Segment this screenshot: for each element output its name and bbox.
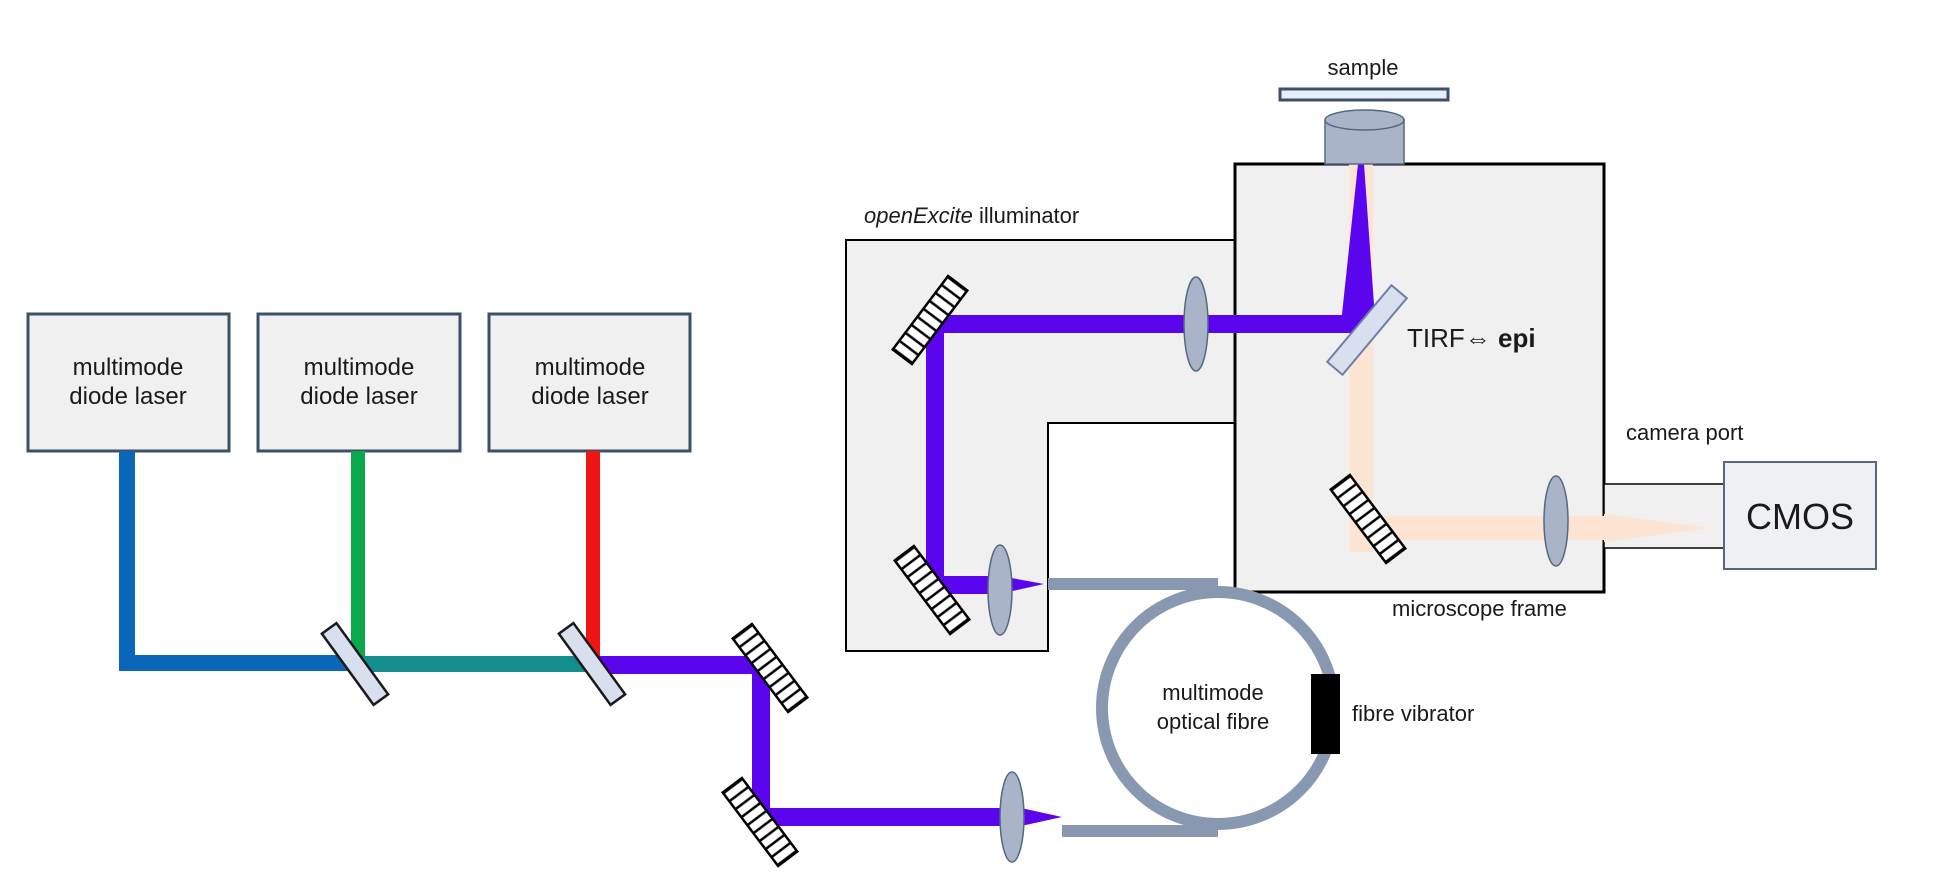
laser-1: multimode diode laser — [26, 312, 231, 453]
fibre-vibrator-label: fibre vibrator — [1352, 701, 1474, 726]
laser-3: multimode diode laser — [487, 312, 692, 453]
mirror-2 — [720, 776, 800, 868]
tirf-label: TIRF — [1407, 323, 1465, 353]
tirf-epi-dichroic — [1325, 283, 1409, 377]
illuminator-mirror-top — [890, 274, 970, 366]
laser-label-line2: diode laser — [69, 383, 186, 410]
illuminator-label: openExcite illuminator — [864, 203, 1079, 228]
epi-label: epi — [1491, 323, 1536, 353]
tube-lens — [1543, 475, 1569, 567]
laser-box — [256, 312, 462, 453]
sample-label: sample — [1328, 55, 1399, 80]
camera-port-label: camera port — [1626, 420, 1743, 445]
microscope-mirror — [1328, 473, 1408, 565]
cmos-label: CMOS — [1746, 496, 1854, 537]
illuminator-label-rest: illuminator — [973, 203, 1079, 228]
objective-lens — [1324, 109, 1405, 165]
fiber-label-line2: optical fibre — [1157, 709, 1270, 734]
laser-2: multimode diode laser — [256, 312, 462, 453]
illuminator-mirror-bottom — [892, 544, 972, 636]
objective-focus-beam — [1340, 164, 1376, 333]
laser-label-line1: multimode — [304, 354, 415, 381]
laser-label-line1: multimode — [73, 354, 184, 381]
emission-focus-cone — [1604, 514, 1710, 542]
laser-label-line2: diode laser — [300, 383, 417, 410]
dichroic-beamsplitter-2 — [557, 621, 627, 707]
laser-box — [26, 312, 231, 453]
tirf-epi-label: TIRF⇔ epi — [1407, 323, 1536, 353]
fiber-label-line1: multimode — [1162, 680, 1263, 705]
laser-label-line2: diode laser — [531, 383, 648, 410]
cmos-camera — [1723, 461, 1877, 570]
combined-violet-beam-1 — [592, 656, 1000, 826]
dichroic-beamsplitter-1 — [320, 621, 390, 707]
laser-box — [487, 312, 692, 453]
illuminator-label-italic: openExcite — [864, 203, 973, 228]
blue-beam — [119, 451, 355, 671]
fibre-vibrator — [1311, 674, 1340, 754]
microscope-frame-label: microscope frame — [1392, 596, 1567, 621]
mirror-1 — [730, 622, 810, 714]
sample-slide — [1278, 87, 1450, 102]
optical-fiber — [1048, 578, 1340, 837]
fiber-coupling-lens — [999, 771, 1025, 863]
illuminator-collimating-lens — [987, 544, 1013, 636]
toggle-arrow-icon: ⇔ — [1465, 323, 1491, 353]
laser-label-line1: multimode — [535, 354, 646, 381]
illuminator-beam — [926, 315, 1348, 594]
illuminator-focusing-lens — [1183, 276, 1209, 372]
